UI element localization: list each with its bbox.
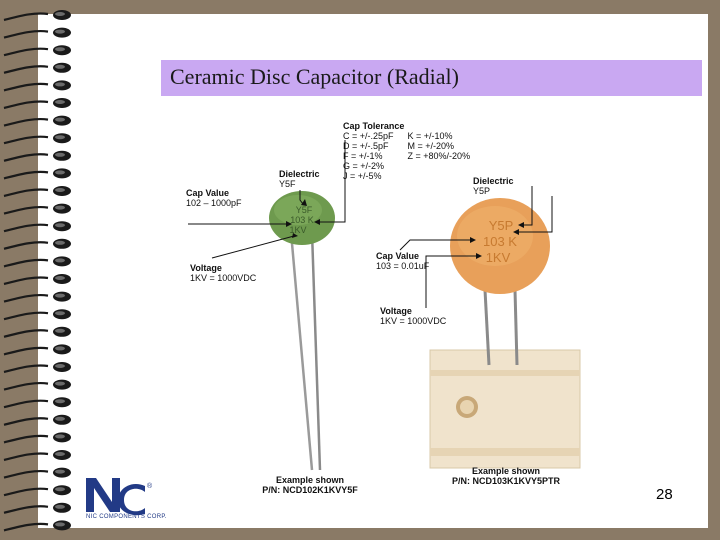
spiral-ring bbox=[3, 274, 71, 286]
right-lead-2 bbox=[513, 289, 519, 366]
left-dielectric-title: Dielectric bbox=[279, 169, 320, 179]
spiral-ring bbox=[3, 186, 71, 198]
right-voltage-label: Voltage 1KV = 1000VDC bbox=[380, 306, 446, 326]
spiral-ring bbox=[3, 467, 71, 479]
spiral-ring bbox=[3, 520, 71, 532]
right-body-line-1: Y5P bbox=[489, 218, 514, 233]
spiral-ring bbox=[3, 150, 71, 162]
spiral-ring bbox=[3, 485, 71, 497]
spiral-ring bbox=[3, 10, 71, 22]
spiral-ring bbox=[3, 362, 71, 374]
nic-logo bbox=[86, 478, 145, 516]
callout-left-dielectric bbox=[299, 190, 304, 205]
tolerance-item: G = +/-2% bbox=[343, 161, 385, 171]
logo-registered-mark: ® bbox=[147, 483, 153, 490]
callout-left-voltage bbox=[211, 235, 295, 259]
right-cap-value-label: Cap Value 103 = 0.01uF bbox=[376, 251, 429, 271]
spiral-ring bbox=[3, 221, 71, 233]
spiral-binding bbox=[3, 10, 71, 532]
right-example-title: Example shown bbox=[471, 466, 541, 476]
spiral-ring bbox=[3, 379, 71, 391]
right-voltage-value: 1KV = 1000VDC bbox=[380, 316, 447, 326]
right-dielectric-label: Dielectric Y5P bbox=[473, 176, 514, 196]
logo-company-name: NIC COMPONENTS CORP. bbox=[86, 514, 167, 520]
tolerance-item: F = +/-1% bbox=[343, 151, 383, 161]
left-example-label: Example shown P/N: NCD102K1KVY5F bbox=[250, 475, 370, 495]
callout-right-cap-value bbox=[399, 239, 470, 251]
slide-page bbox=[38, 14, 708, 528]
left-dielectric-label: Dielectric Y5F bbox=[279, 169, 320, 189]
left-body-line-3: 1KV bbox=[289, 225, 306, 235]
left-example-pn: P/N: NCD102K1KVY5F bbox=[262, 485, 358, 495]
left-cap-value-label: Cap Value 102 – 1000pF bbox=[186, 188, 242, 208]
right-body-line-3: 1KV bbox=[486, 250, 511, 265]
spiral-ring bbox=[3, 168, 71, 180]
left-example-title: Example shown bbox=[275, 475, 345, 485]
callout-right-tolerance bbox=[524, 186, 533, 226]
left-body-line-2: 103 K bbox=[290, 215, 314, 225]
page-number: 28 bbox=[656, 486, 673, 503]
left-voltage-value: 1KV = 1000VDC bbox=[190, 273, 257, 283]
left-body-line-1: Y5F bbox=[296, 205, 313, 215]
spiral-ring bbox=[3, 203, 71, 215]
tolerance-title: Cap Tolerance bbox=[343, 121, 405, 131]
right-dielectric-value: Y5P bbox=[473, 186, 491, 196]
spiral-ring bbox=[3, 502, 71, 514]
spiral-ring bbox=[3, 27, 71, 39]
right-cap-value-value: 103 = 0.01uF bbox=[376, 261, 430, 271]
spiral-ring bbox=[3, 62, 71, 74]
spiral-ring bbox=[3, 98, 71, 110]
tolerance-right-column: K = +/-10% M = +/-20% Z = +80%/-20% bbox=[408, 131, 471, 181]
right-body-line-2: 103 K bbox=[483, 234, 517, 249]
spiral-ring bbox=[3, 115, 71, 127]
spiral-ring bbox=[3, 414, 71, 426]
right-voltage-title: Voltage bbox=[380, 306, 412, 316]
right-example-label: Example shown P/N: NCD103K1KVY5PTR bbox=[445, 466, 567, 486]
spiral-ring bbox=[3, 309, 71, 321]
slide-title: Ceramic Disc Capacitor (Radial) bbox=[170, 64, 459, 89]
right-example-pn: P/N: NCD103K1KVY5PTR bbox=[451, 476, 561, 486]
spiral-ring bbox=[3, 133, 71, 145]
spiral-ring bbox=[3, 432, 71, 444]
callout-right-dielectric bbox=[519, 196, 553, 233]
left-lead-2 bbox=[310, 231, 322, 471]
left-voltage-title: Voltage bbox=[190, 263, 222, 273]
left-dielectric-value: Y5F bbox=[279, 179, 296, 189]
spiral-ring bbox=[3, 238, 71, 250]
left-lead-1 bbox=[289, 231, 314, 471]
right-cap-value-title: Cap Value bbox=[376, 251, 420, 261]
tolerance-item: J = +/-5% bbox=[343, 171, 382, 181]
right-lead-1 bbox=[483, 289, 491, 366]
tolerance-block: Cap Tolerance C = +/-.25pF D = +/-.5pF F… bbox=[343, 121, 470, 181]
spiral-ring bbox=[3, 450, 71, 462]
spiral-ring bbox=[3, 80, 71, 92]
tolerance-item: M = +/-20% bbox=[407, 141, 455, 151]
tolerance-item: C = +/-.25pF bbox=[343, 131, 394, 141]
spiral-ring bbox=[3, 256, 71, 268]
spiral-ring bbox=[3, 291, 71, 303]
title-bar bbox=[161, 60, 702, 96]
left-cap-value-title: Cap Value bbox=[186, 188, 230, 198]
tolerance-item: Z = +80%/-20% bbox=[407, 151, 471, 161]
tolerance-item: D = +/-.5pF bbox=[343, 141, 389, 151]
tolerance-item: K = +/-10% bbox=[407, 131, 453, 141]
spiral-ring bbox=[3, 45, 71, 57]
spiral-ring bbox=[3, 326, 71, 338]
spiral-ring bbox=[3, 397, 71, 409]
tolerance-left-column: C = +/-.25pF D = +/-.5pF F = +/-1% G = +… bbox=[343, 131, 394, 181]
right-dielectric-title: Dielectric bbox=[473, 176, 514, 186]
left-cap-value-value: 102 – 1000pF bbox=[186, 198, 242, 208]
callout-right-voltage bbox=[425, 255, 476, 308]
spiral-ring bbox=[3, 344, 71, 356]
callout-left-tolerance bbox=[320, 140, 346, 223]
left-voltage-label: Voltage 1KV = 1000VDC bbox=[190, 263, 256, 283]
